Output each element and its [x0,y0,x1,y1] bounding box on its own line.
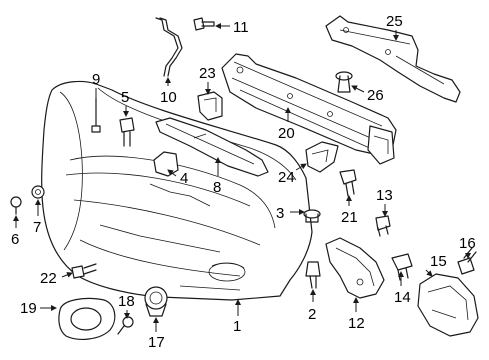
callout-11: 11 [233,19,249,36]
callout-24: 24 [278,169,295,186]
clip-2 [305,261,321,289]
callout-18: 18 [118,293,135,310]
sensor-14 [391,253,413,281]
callout-3: 3 [276,205,284,222]
callout-1: 1 [233,318,241,335]
callout-16: 16 [459,235,476,252]
fog-lamp-17 [144,286,168,317]
callout-4: 4 [180,170,188,187]
leader-lines [13,23,471,332]
bolt-5 [119,117,135,147]
clip-26 [335,71,353,93]
bolt-13 [375,215,391,237]
callout-26: 26 [367,87,384,104]
clip-3 [303,209,321,223]
callout-17: 17 [148,334,165,351]
bolt-21 [339,169,357,197]
absorber-24 [305,141,339,173]
fog-cover-19 [58,297,116,340]
clip-6 [10,196,22,215]
callout-labels: 1 2 3 4 5 6 7 8 9 10 11 12 13 14 15 16 1… [11,13,476,351]
callout-23: 23 [199,65,216,82]
bolt-11 [193,17,215,31]
callout-8: 8 [213,179,221,196]
callout-9: 9 [92,71,100,88]
side-bracket-4 [153,151,179,177]
callout-14: 14 [394,289,411,306]
wire-bracket [155,17,183,77]
bolt-22 [71,263,97,279]
callout-25: 25 [386,13,403,30]
callout-6: 6 [11,231,19,248]
callout-22: 22 [40,270,57,287]
fender-liner-15 [417,273,479,337]
center-bracket [155,117,269,177]
screw-18 [117,316,134,335]
callout-7: 7 [33,219,41,236]
fog-bracket-12 [325,237,385,299]
clip-7 [31,185,45,199]
callout-20: 20 [278,125,295,142]
callout-12: 12 [348,315,365,332]
pin-9 [91,97,101,133]
callout-10: 10 [160,89,177,106]
callout-15: 15 [430,253,447,270]
callout-2: 2 [308,306,316,323]
reinforcement-bar [221,53,397,165]
upper-bracket [325,15,461,103]
callout-19: 19 [20,300,37,317]
callout-13: 13 [376,187,393,204]
bracket-23 [197,91,223,121]
callout-5: 5 [121,89,129,106]
bumper-cover [41,80,313,301]
callout-21: 21 [341,209,358,226]
